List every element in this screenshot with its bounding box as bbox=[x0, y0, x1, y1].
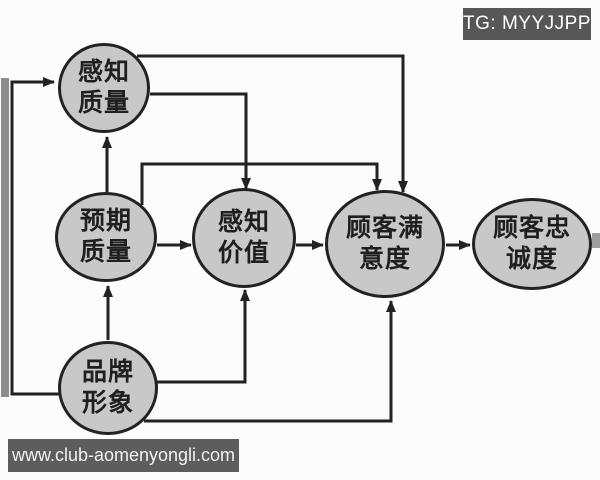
node-label: 顾客忠 bbox=[492, 214, 571, 242]
node-label: 质量 bbox=[79, 238, 132, 266]
node-label: 感知 bbox=[77, 58, 130, 86]
telegram-badge-text: TG: MYYJJPP bbox=[463, 13, 591, 34]
telegram-badge: TG: MYYJJPP bbox=[463, 8, 591, 40]
node-label: 品牌 bbox=[81, 358, 134, 386]
node-label: 诚度 bbox=[505, 245, 558, 273]
edge-brand-image-to-customer-satisfaction bbox=[144, 300, 396, 423]
edge-brand-image-to-perceived-quality bbox=[10, 77, 59, 396]
edge-brand-image-to-perceived-value bbox=[157, 289, 250, 384]
node-expected-quality: 预期 质量 bbox=[55, 192, 157, 282]
node-label: 感知 bbox=[217, 208, 270, 236]
node-label: 质量 bbox=[77, 89, 130, 117]
node-brand-image: 品牌 形象 bbox=[58, 341, 158, 435]
left-edge-bar bbox=[1, 78, 9, 397]
watermark-bar: www.club-aomenyongli.com bbox=[8, 439, 239, 472]
node-perceived-value: 感知 价值 bbox=[192, 188, 296, 288]
node-label: 形象 bbox=[81, 389, 134, 417]
edge-perceived-quality-to-perceived-value bbox=[150, 92, 251, 190]
node-label: 价值 bbox=[217, 239, 270, 267]
node-label: 意度 bbox=[358, 245, 411, 273]
right-edge-mark bbox=[592, 233, 600, 248]
node-perceived-quality: 感知 质量 bbox=[58, 43, 150, 133]
node-label: 顾客满 bbox=[345, 214, 424, 242]
watermark-text: www.club-aomenyongli.com bbox=[11, 445, 236, 465]
edge-perceived-quality-to-customer-satisfaction bbox=[137, 54, 408, 193]
node-customer-satisfaction: 顾客满 意度 bbox=[325, 190, 445, 298]
node-customer-loyalty: 顾客忠 诚度 bbox=[472, 198, 592, 290]
node-label: 预期 bbox=[79, 207, 132, 235]
